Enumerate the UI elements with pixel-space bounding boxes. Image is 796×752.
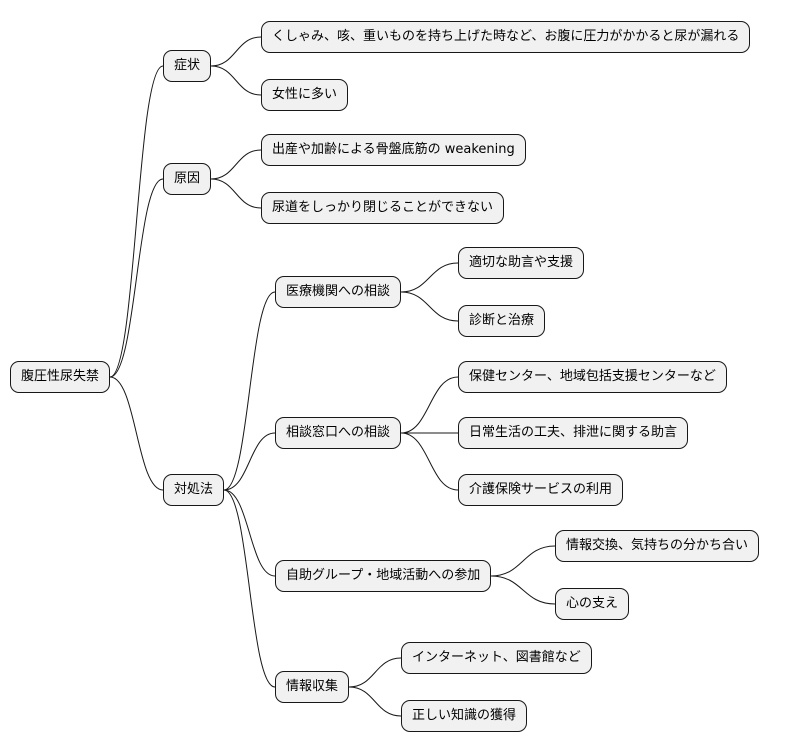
connector-leaf-support-exchange	[490, 545, 556, 577]
branch-counseling: 相談窓口への相談	[275, 417, 402, 449]
connector-leaf-support-emotional	[490, 575, 556, 605]
branch-coping: 対処法	[163, 474, 225, 506]
connector-leaf-medical-advice	[400, 262, 459, 293]
connector-branch-coping	[109, 376, 164, 491]
connector-leaf-medical-diagnosis	[400, 291, 459, 322]
connector-leaf-cause-urethra	[210, 178, 262, 209]
branch-medical-consult: 医療機関への相談	[275, 276, 402, 308]
connector-leaf-info-knowledge	[348, 686, 402, 717]
connector-branch-symptoms	[109, 65, 164, 378]
connector-leaf-cause-pelvic-floor	[210, 149, 262, 180]
connector-leaf-symptom-women	[210, 65, 262, 96]
branch-causes: 原因	[163, 163, 212, 195]
leaf-cause-urethra: 尿道をしっかり閉じることができない	[261, 192, 505, 224]
leaf-symptom-women: 女性に多い	[261, 79, 349, 111]
branch-support-group: 自助グループ・地域活動への参加	[275, 560, 492, 592]
leaf-counseling-care-insurance: 介護保険サービスの利用	[458, 474, 624, 506]
leaf-support-emotional: 心の支え	[555, 588, 630, 620]
branch-symptoms: 症状	[163, 50, 212, 82]
leaf-cause-pelvic-floor: 出産や加齢による骨盤底筋の weakening	[261, 134, 526, 166]
connector-leaf-symptom-leakage	[210, 36, 262, 67]
root-node: 腹圧性尿失禁	[10, 361, 111, 393]
connector-branch-info-gathering	[223, 489, 276, 688]
branch-info-gathering: 情報収集	[275, 671, 350, 703]
connector-branch-counseling	[223, 432, 276, 491]
leaf-info-knowledge: 正しい知識の獲得	[401, 700, 528, 732]
leaf-medical-diagnosis: 診断と治療	[458, 305, 546, 337]
leaf-counseling-centers: 保健センター、地域包括支援センターなど	[458, 361, 727, 393]
connector-leaf-counseling-centers	[400, 376, 459, 434]
connector-leaf-info-internet	[348, 657, 402, 688]
leaf-symptom-leakage: くしゃみ、咳、重いものを持ち上げた時など、お腹に圧力がかかると尿が漏れる	[261, 21, 751, 53]
connector-branch-support-group	[223, 489, 276, 577]
connector-branch-medical-consult	[223, 291, 276, 491]
leaf-info-internet: インターネット、図書館など	[401, 642, 592, 674]
leaf-support-exchange: 情報交換、気持ちの分かち合い	[555, 530, 760, 562]
leaf-counseling-daily-life: 日常生活の工夫、排泄に関する助言	[458, 417, 689, 449]
leaf-medical-advice: 適切な助言や支援	[458, 247, 585, 279]
connector-leaf-counseling-care-insurance	[400, 432, 459, 491]
connector-branch-causes	[109, 178, 164, 378]
